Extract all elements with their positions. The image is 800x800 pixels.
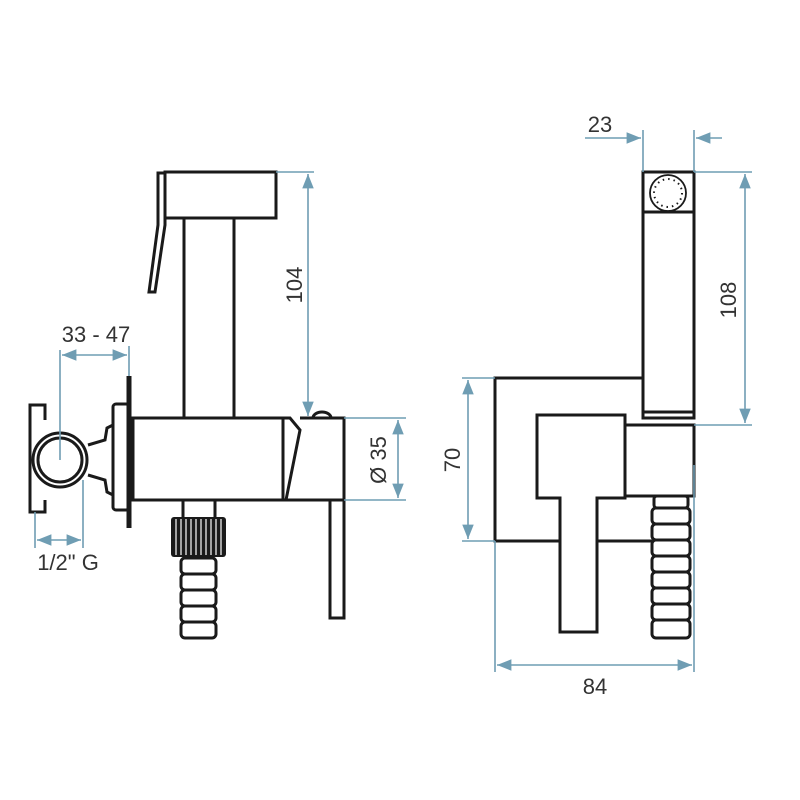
handle-stem — [182, 218, 236, 418]
dim-label-84: 84 — [583, 674, 607, 699]
dim-label-thread: 1/2" G — [37, 550, 99, 575]
spray-head — [163, 170, 278, 220]
dim-label-35: Ø 35 — [366, 436, 391, 484]
holder-block — [283, 416, 346, 502]
valve-lever — [328, 498, 346, 620]
valve-lever-front — [535, 413, 627, 634]
hose-neck — [181, 500, 217, 517]
handle — [641, 212, 696, 420]
dim-label-23: 23 — [588, 112, 612, 137]
pipe-cross-plate — [28, 403, 47, 514]
front-view: 23 108 70 84 — [440, 112, 752, 699]
holder-block-front — [625, 423, 696, 498]
wall-flange — [111, 402, 131, 512]
nozzle-circle — [649, 174, 687, 212]
trigger-lever — [147, 171, 167, 294]
connector — [87, 423, 114, 497]
hose-front — [650, 494, 692, 640]
hose-nut — [171, 517, 226, 557]
spray-face — [641, 170, 696, 214]
dim-label-70: 70 — [440, 448, 465, 472]
nozzle-holes — [653, 178, 683, 208]
side-view: 104 Ø 35 33 - 47 1/2" G — [28, 170, 406, 640]
dim-label-33-47: 33 - 47 — [62, 322, 131, 347]
hose — [179, 556, 218, 640]
wall-plate — [493, 376, 652, 543]
valve-body — [131, 416, 285, 502]
dim-label-104: 104 — [282, 267, 307, 304]
dim-label-108: 108 — [716, 282, 741, 319]
